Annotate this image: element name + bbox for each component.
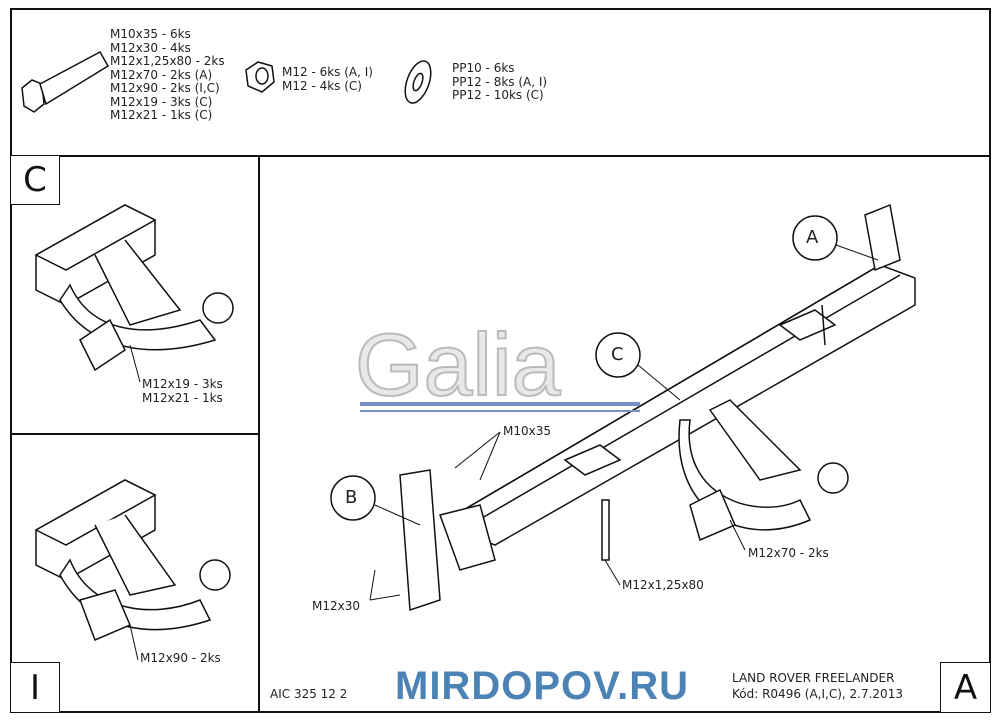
callout-text: M12x19 - 3ks <box>142 377 223 391</box>
callout-a: A <box>806 227 819 248</box>
variant-label-c: C <box>10 155 60 205</box>
vehicle-name: LAND ROVER FREELANDER <box>732 671 895 685</box>
bolt-list: M10x35 - 6ks M12x30 - 4ks M12x1,25x80 - … <box>110 27 225 123</box>
label-m12x30: M12x30 <box>312 599 360 613</box>
callout-c: C <box>611 344 624 365</box>
bolt-item: M12x21 - 1ks (C) <box>110 108 213 122</box>
bolt-item: M12x70 - 2ks (A) <box>110 67 213 82</box>
washer-item: PP12 - 8ks (A, I) <box>452 74 548 89</box>
panel-i-callout: M12x90 - 2ks <box>140 651 221 665</box>
leader-lines <box>129 244 879 661</box>
label-m12x70: M12x70 - 2ks <box>748 546 829 560</box>
nut-item: M12 - 6ks (A, I) <box>282 65 373 79</box>
label-m10x35: M10x35 <box>503 424 551 438</box>
kod-text: Kód: R0496 (A,I,C), 2.7.2013 <box>732 687 903 701</box>
nut-item: M12 - 4ks (C) <box>282 78 362 93</box>
variant-label-i: I <box>10 662 60 713</box>
callout-b-circle <box>330 475 376 521</box>
towbar-i-drawing <box>34 479 231 641</box>
parts-panel <box>10 8 991 157</box>
washer-item: PP10 - 6ks <box>452 61 515 75</box>
label-m12x125x80: M12x1,25x80 <box>622 578 704 592</box>
bolt-item: M12x30 - 4ks <box>110 40 191 55</box>
watermark: MIRDOPOV.RU <box>395 664 690 708</box>
nut-icon <box>245 61 275 93</box>
svg-text:Galia: Galia <box>355 315 560 414</box>
bolt-item: M12x19 - 3ks (C) <box>110 94 213 109</box>
bolt-item: M12x1,25x80 - 2ks <box>110 54 225 68</box>
towbar-c-drawing <box>34 204 234 372</box>
callout-c-circle <box>595 332 641 378</box>
bolt-item: M12x90 - 2ks (I,C) <box>110 81 220 95</box>
drawing-code: AIC 325 12 2 <box>270 687 348 701</box>
callout-text: M12x21 - 1ks <box>142 390 223 405</box>
panel-c-callouts: M12x19 - 3ks M12x21 - 1ks <box>142 377 223 405</box>
washer-list: PP10 - 6ks PP12 - 8ks (A, I) PP12 - 10ks… <box>452 61 548 103</box>
variant-label-a: A <box>940 662 991 713</box>
galia-logo: Galia <box>354 314 640 415</box>
towbar-main-drawing <box>399 203 916 612</box>
bolt-icon <box>21 50 110 113</box>
divider <box>10 433 260 435</box>
bolt-item: M10x35 - 6ks <box>110 27 191 41</box>
nut-list: M12 - 6ks (A, I) M12 - 4ks (C) <box>282 65 373 93</box>
callout-b: B <box>345 487 358 508</box>
washer-icon <box>404 60 432 104</box>
callout-a-circle <box>792 215 838 261</box>
washer-item: PP12 - 10ks (C) <box>452 88 544 102</box>
